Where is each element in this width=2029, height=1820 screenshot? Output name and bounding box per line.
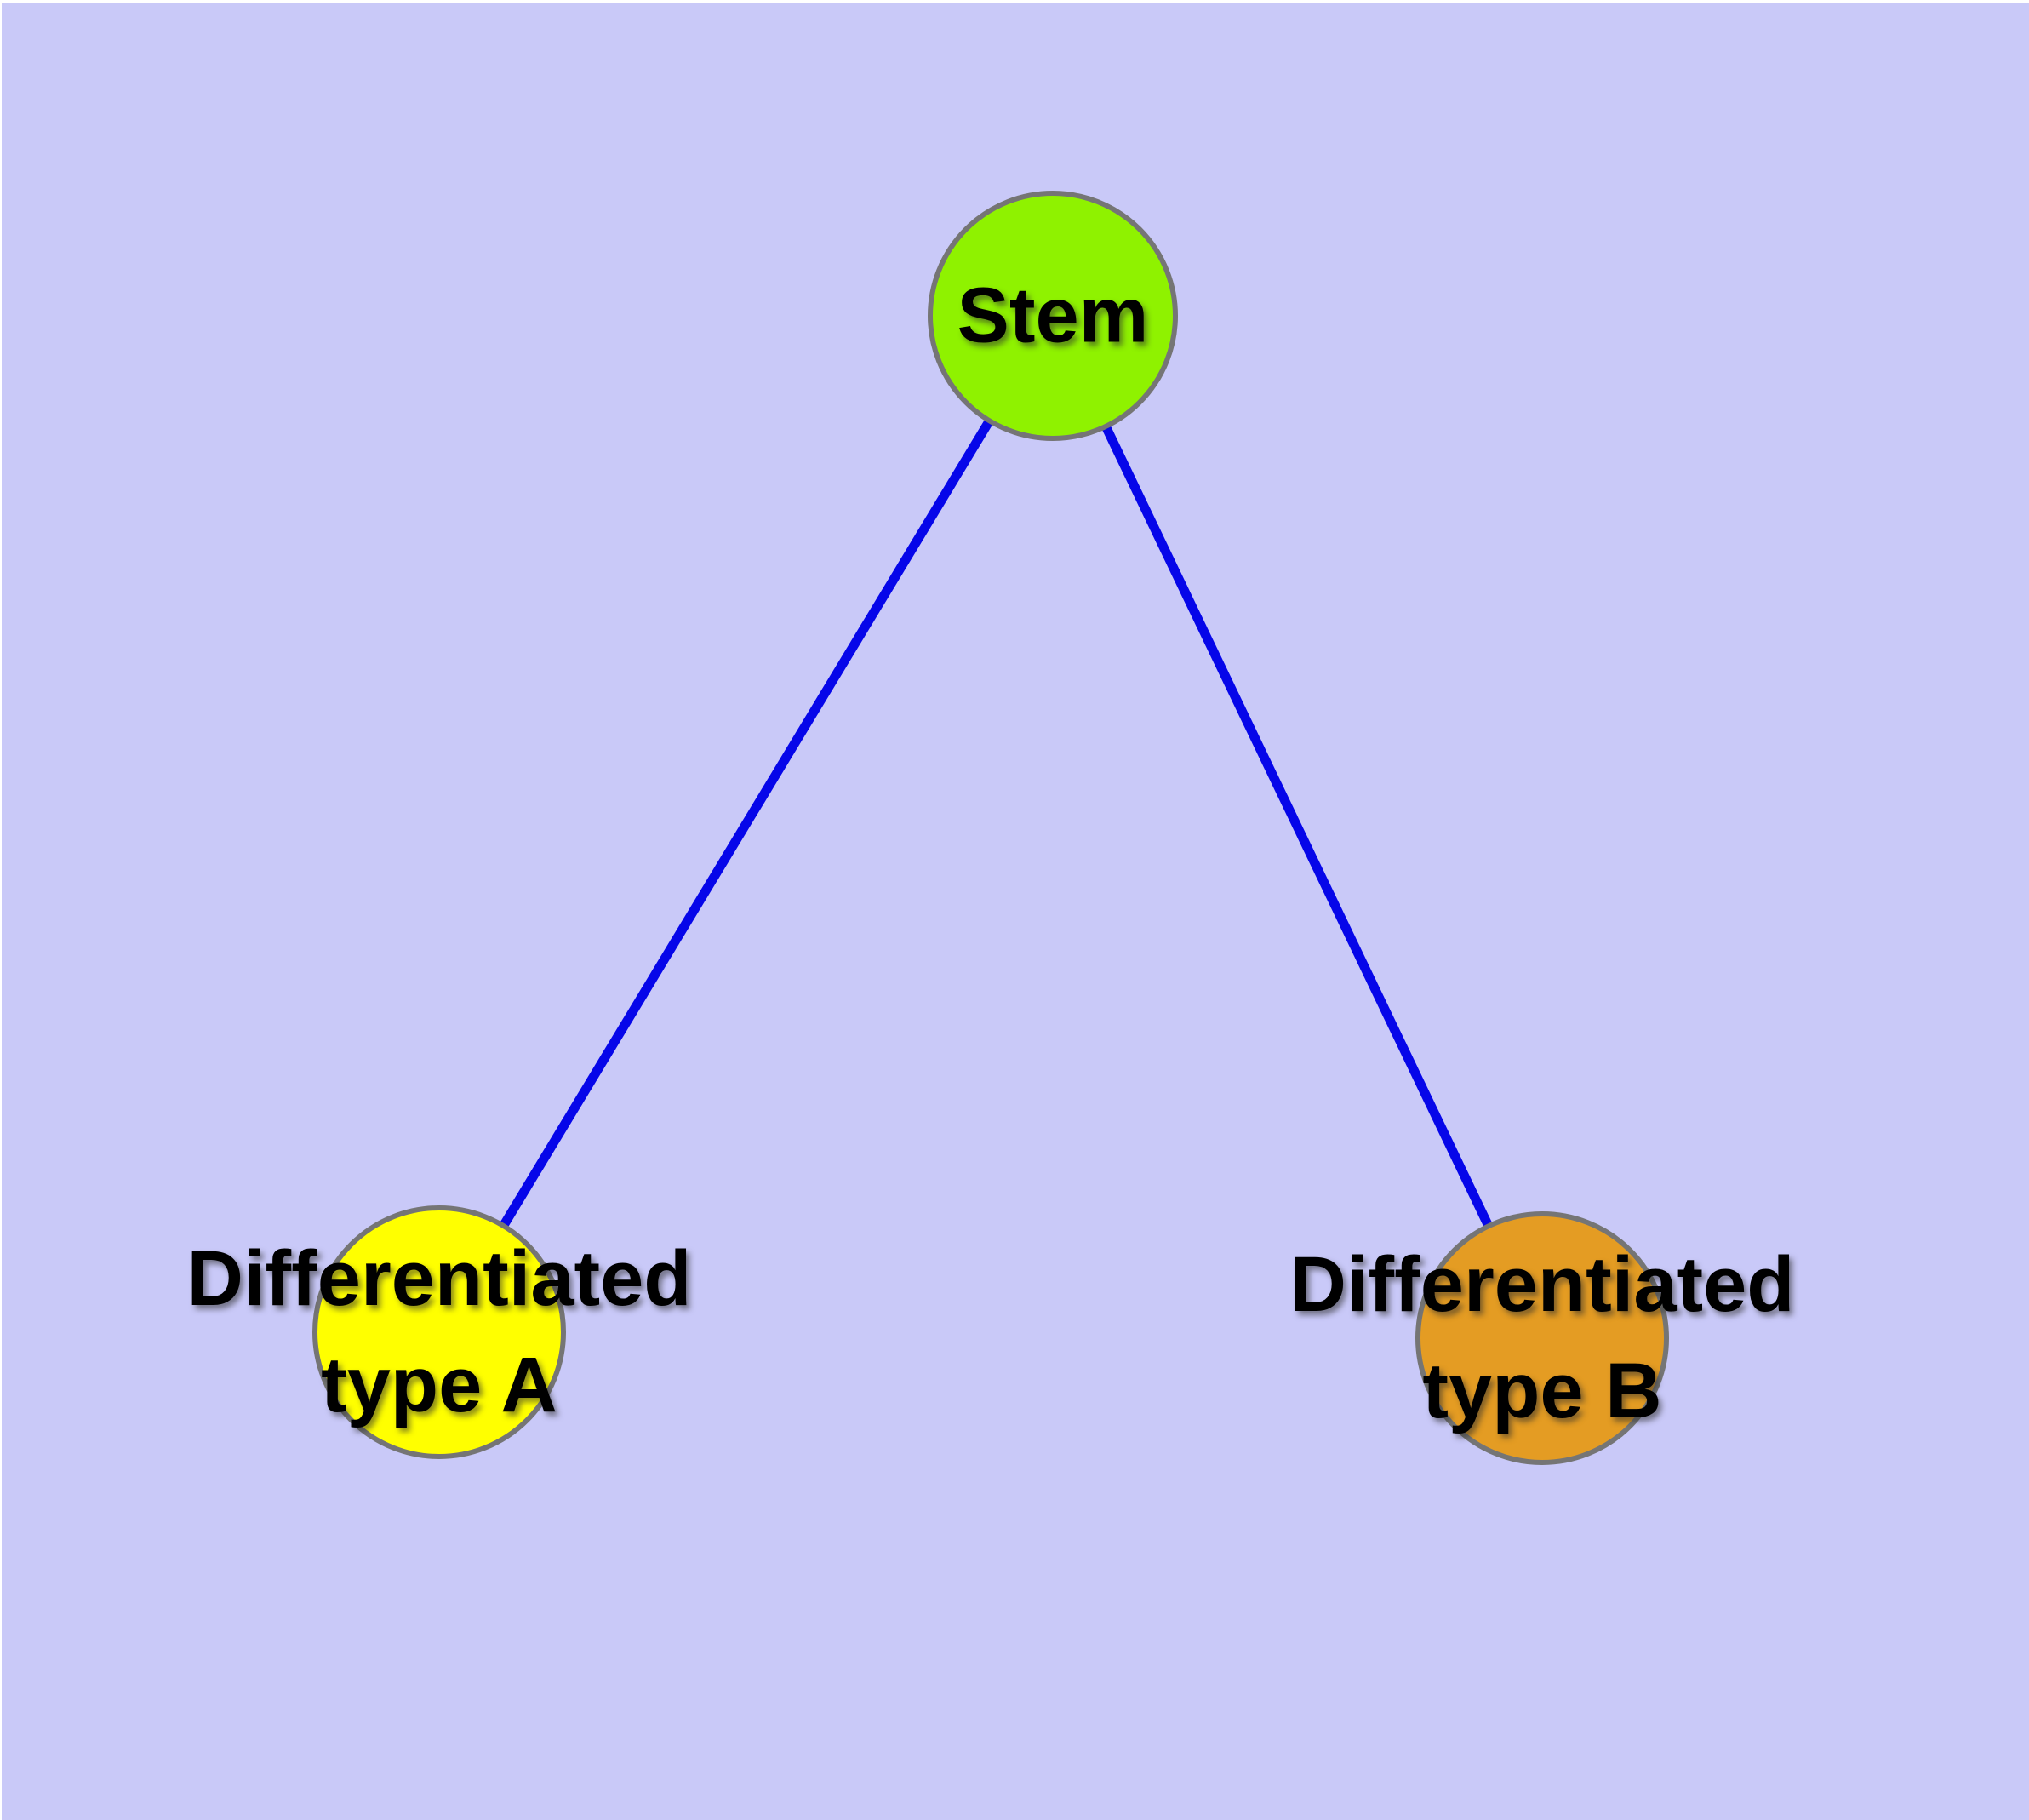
edge-stem-to-diff-type-b [1049, 313, 1546, 1341]
node-label-diff-type-a: Differentiated type A [187, 1226, 692, 1439]
node-label-line: Stem [957, 272, 1149, 359]
node-label-stem: Stem [957, 262, 1149, 369]
node-label-line: Differentiated [186, 1234, 692, 1322]
node-diff-type-b [1415, 1211, 1669, 1465]
node-diff-type-a [312, 1205, 566, 1459]
edge-stem-to-diff-type-a [435, 313, 1057, 1335]
node-label-diff-type-b: Differentiated type B [1290, 1232, 1795, 1445]
node-stem [928, 191, 1178, 441]
node-label-line: Differentiated [1289, 1240, 1795, 1328]
node-label-line: type A [321, 1342, 557, 1428]
node-label-line: type B [1422, 1348, 1662, 1434]
